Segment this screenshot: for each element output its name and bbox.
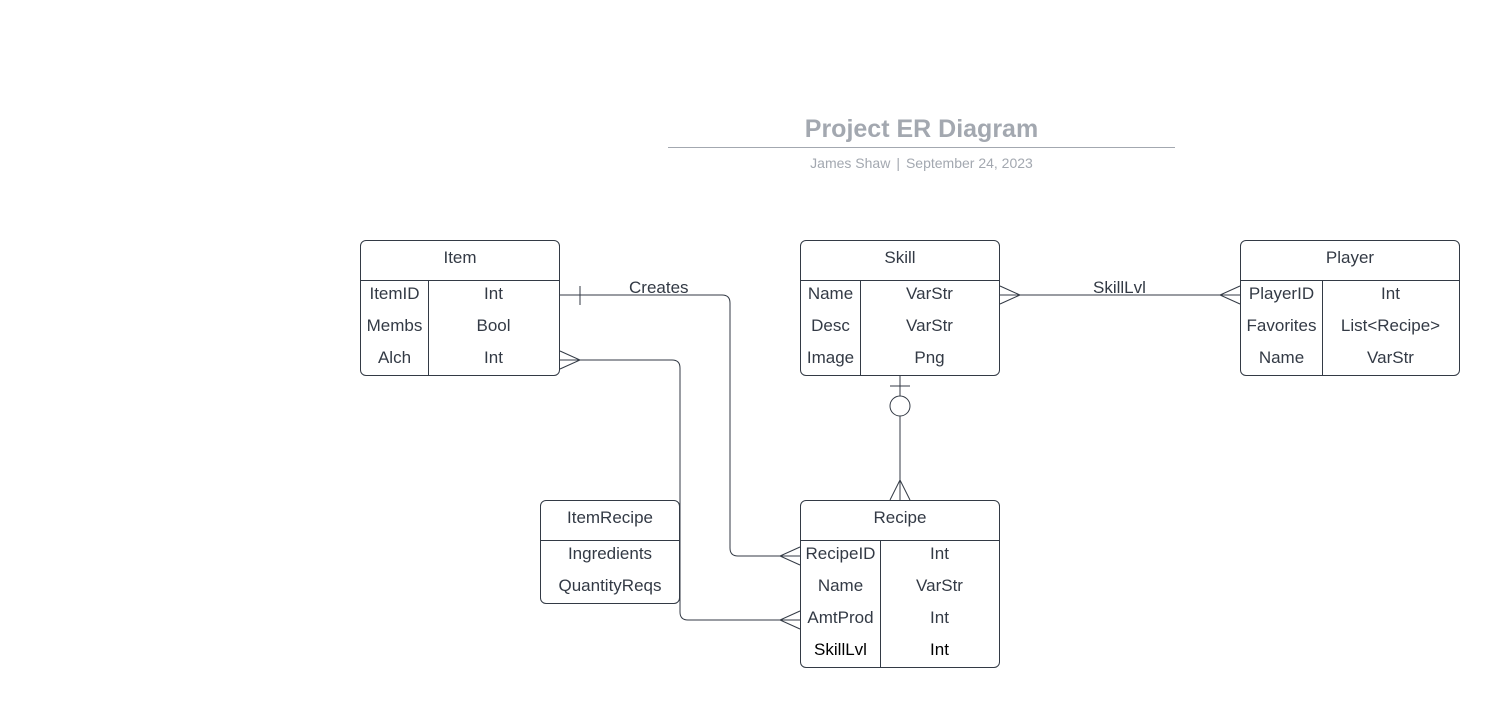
attribute-name: Image — [806, 348, 855, 367]
creates-label: Creates — [629, 278, 689, 297]
entity-item-title: Item — [361, 241, 559, 281]
entity-skill-title: Skill — [801, 241, 999, 281]
entity-recipe-title: Recipe — [801, 501, 999, 541]
attribute-type: Int — [484, 348, 503, 367]
attribute-type: VarStr — [1367, 348, 1414, 367]
creates-crowfoot — [778, 546, 801, 566]
attribute-type: Int — [1381, 284, 1400, 303]
attribute-row: RecipeID Int — [801, 541, 999, 573]
attribute-name: Name — [1258, 348, 1305, 367]
diagram-title: Project ER Diagram — [804, 115, 1039, 143]
title-divider — [668, 147, 1175, 148]
item-crowfoot — [559, 350, 582, 370]
column-divider — [1322, 281, 1323, 375]
attribute-name: Alch — [377, 348, 412, 367]
attribute-name: RecipeID — [805, 544, 876, 563]
attribute-name: Desc — [811, 316, 850, 335]
attribute-type: VarStr — [906, 284, 953, 303]
attribute-name: PlayerID — [1248, 284, 1315, 303]
attribute-row: Ingredients — [567, 544, 653, 563]
attribute-name: ItemID — [369, 284, 420, 303]
attribute-row: AmtProd Int — [801, 605, 999, 637]
attribute-type: Int — [484, 284, 503, 303]
attribute-type: Int — [930, 640, 949, 659]
creates-connector — [560, 294, 800, 557]
attribute-row: Membs Bool — [361, 313, 559, 345]
column-divider — [860, 281, 861, 375]
player-crowfoot — [1218, 285, 1241, 305]
entity-skill[interactable]: Skill Name VarStr Desc VarStr Image Png — [800, 240, 1000, 376]
skill-crowfoot — [999, 285, 1022, 305]
column-divider — [428, 281, 429, 375]
attribute-name: Membs — [366, 316, 423, 335]
subtitle-separator: | — [896, 155, 900, 171]
attribute-row: Name VarStr — [801, 281, 999, 313]
attribute-row: QuantityReqs — [558, 576, 662, 595]
entity-item[interactable]: Item ItemID Int Membs Bool Alch Int — [360, 240, 560, 376]
attribute-row: Favorites List<Recipe> — [1241, 313, 1459, 345]
entity-recipe[interactable]: Recipe RecipeID Int Name VarStr AmtProd … — [800, 500, 1000, 668]
attribute-type: Int — [930, 608, 949, 627]
attribute-name: AmtProd — [807, 608, 874, 627]
attribute-row: PlayerID Int — [1241, 281, 1459, 313]
attribute-row: Desc VarStr — [801, 313, 999, 345]
attribute-type: VarStr — [916, 576, 963, 595]
attribute-type: Bool — [476, 316, 511, 335]
entity-player[interactable]: Player PlayerID Int Favorites List<Recip… — [1240, 240, 1460, 376]
diagram-subtitle: James Shaw | September 24, 2023 — [668, 154, 1175, 172]
diagram-header: Project ER Diagram James Shaw | September … — [668, 112, 1175, 176]
recipe-amtprod-crowfoot — [778, 610, 801, 630]
attribute-name: Favorites — [1246, 316, 1317, 335]
attribute-row: Name VarStr — [801, 573, 999, 605]
attribute-type: VarStr — [906, 316, 953, 335]
skilllvl-label: SkillLvl — [1093, 278, 1146, 297]
entity-item-recipe[interactable]: ItemRecipe Ingredients QuantityReqs — [540, 500, 680, 604]
diagram-date: September 24, 2023 — [905, 155, 1033, 171]
attribute-name: Name — [807, 284, 854, 303]
attribute-row: Image Png — [801, 345, 999, 377]
entity-item-recipe-title: ItemRecipe — [541, 501, 679, 541]
author-name: James Shaw — [810, 155, 891, 171]
attribute-type: Int — [930, 544, 949, 563]
item-recipe-connector — [560, 359, 800, 621]
attribute-type: Png — [914, 348, 945, 367]
attribute-row: ItemID Int — [361, 281, 559, 313]
attribute-row: Name VarStr — [1241, 345, 1459, 377]
attribute-type: List<Recipe> — [1340, 316, 1441, 335]
skill-zero-circle — [889, 395, 911, 417]
attribute-row: SkillLvl Int — [801, 637, 999, 669]
entity-player-title: Player — [1241, 241, 1459, 281]
attribute-row: Alch Int — [361, 345, 559, 377]
attribute-name: Name — [817, 576, 864, 595]
column-divider — [880, 541, 881, 667]
attribute-name: SkillLvl — [814, 640, 867, 659]
recipe-skill-crowfoot — [889, 478, 911, 501]
